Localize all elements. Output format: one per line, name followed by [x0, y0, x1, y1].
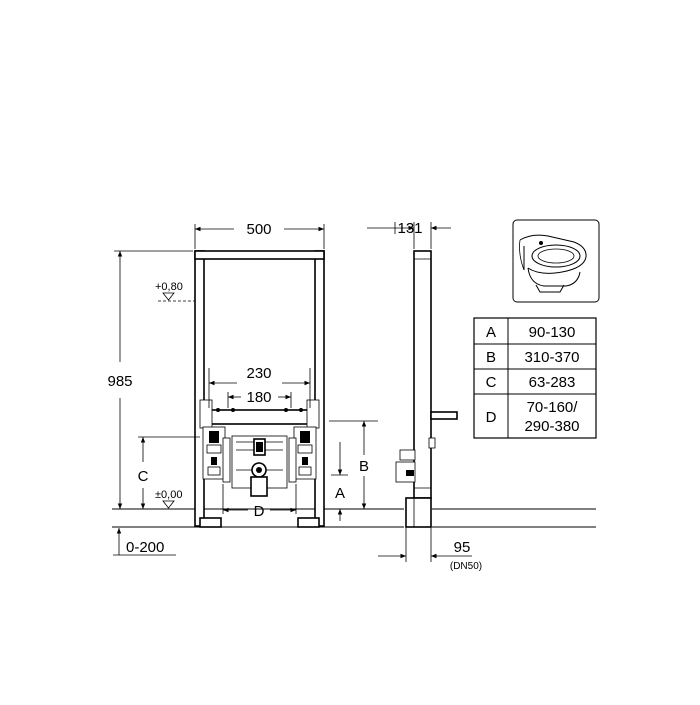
dim-95-label: 95: [454, 539, 471, 556]
table-row: B 310-370: [486, 349, 580, 366]
dim-180: 180: [227, 389, 292, 408]
table-value: 90-130: [529, 324, 576, 341]
dim-d-label: D: [254, 503, 265, 520]
dim-500-label: 500: [246, 221, 271, 238]
dim-230-label: 230: [246, 365, 271, 382]
table-key: B: [486, 349, 496, 366]
level-mark-top: +0,80: [155, 281, 195, 302]
dim-95: 95 (DN50): [378, 527, 482, 572]
dim-adjust: 0-200: [113, 528, 176, 556]
front-view: 230 180: [107, 221, 344, 556]
dim-500: 500: [194, 221, 325, 249]
table-row: D 70-160/290-380: [486, 399, 580, 435]
frame: [194, 250, 325, 528]
dim-985-label: 985: [107, 373, 132, 390]
side-frame: [395, 250, 458, 528]
dim-a-label: A: [335, 485, 345, 502]
dim-230: 230: [208, 365, 311, 408]
dim-adjust-label: 0-200: [126, 539, 164, 556]
left-bracket: [202, 426, 231, 483]
center-unit: [231, 435, 288, 497]
table-row: A 90-130: [486, 324, 575, 341]
side-view: 131 B A 95 (DN50): [329, 220, 596, 572]
dim-d: D: [222, 484, 297, 520]
dim-b-label: B: [359, 458, 369, 475]
right-bracket: [288, 426, 317, 483]
dim-95-sub-label: (DN50): [450, 561, 482, 572]
dim-c-label: C: [138, 468, 149, 485]
dimension-table: A 90-130 B 310-370 C 63-283 D 70-160/290…: [473, 317, 597, 439]
table-row: C 63-283: [486, 374, 576, 391]
dim-c: C: [138, 436, 200, 509]
level-top-label: +0,80: [155, 281, 183, 293]
table-key: C: [486, 374, 497, 391]
level-mark-floor: ±0,00: [155, 489, 182, 509]
dim-a: A: [331, 442, 348, 521]
dim-131: 131: [367, 220, 451, 249]
table-key: A: [486, 324, 496, 341]
dim-131-label: 131: [397, 220, 422, 237]
dim-b: B: [329, 420, 378, 509]
dim-985: 985: [107, 250, 193, 509]
wall-hung-bidet-icon: [512, 219, 600, 303]
level-floor-label: ±0,00: [155, 489, 182, 501]
dim-180-label: 180: [246, 389, 271, 406]
table-value-multiline: 70-160/290-380: [524, 399, 579, 435]
table-key: D: [486, 409, 497, 426]
table-value: 63-283: [529, 374, 576, 391]
table-value: 310-370: [524, 349, 579, 366]
